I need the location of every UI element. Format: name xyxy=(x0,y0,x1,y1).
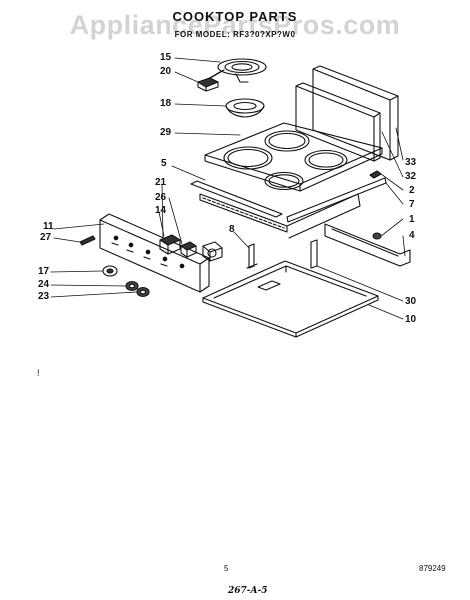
stray-mark: ! xyxy=(37,368,40,378)
callout-17: 17 xyxy=(38,266,50,277)
callout-11: 11 xyxy=(43,221,54,232)
callout-23: 23 xyxy=(38,291,50,302)
callout-2: 2 xyxy=(409,185,415,196)
callout-1: 1 xyxy=(409,214,415,225)
callout-7: 7 xyxy=(409,199,415,210)
callout-4: 4 xyxy=(409,230,415,241)
grommet-part-1 xyxy=(373,233,381,239)
document-number: 879249 xyxy=(419,564,446,573)
support-part-30 xyxy=(311,240,317,268)
callout-30: 30 xyxy=(405,296,417,307)
callout-18: 18 xyxy=(160,98,172,109)
control-panel-part-11 xyxy=(100,214,209,292)
callout-21: 21 xyxy=(155,177,167,188)
callout-26: 26 xyxy=(155,192,167,203)
callout-5: 5 xyxy=(161,158,167,169)
knob-part-23 xyxy=(137,288,149,297)
callout-29: 29 xyxy=(160,127,172,138)
callout-14: 14 xyxy=(155,205,167,216)
callout-8: 8 xyxy=(229,224,235,235)
callout-33: 33 xyxy=(405,157,417,168)
callout-10: 10 xyxy=(405,314,417,325)
callout-20: 20 xyxy=(160,66,172,77)
callout-24: 24 xyxy=(38,279,50,290)
handwritten-note: 267-A-5 xyxy=(228,586,268,596)
clip-part-32 xyxy=(370,171,381,178)
backguard-part-33 xyxy=(296,66,398,161)
callout-32: 32 xyxy=(405,171,417,182)
model-line: FOR MODEL: RF3?0?XP?W0 xyxy=(174,30,296,39)
surface-element-part-15 xyxy=(205,59,266,82)
front-frame-part-5 xyxy=(191,181,360,238)
callout-15: 15 xyxy=(160,52,172,63)
knob-part-17 xyxy=(103,266,117,276)
rear-bracket-part-4 xyxy=(325,224,410,266)
switches-part-14-26 xyxy=(160,235,196,257)
screw-part-27 xyxy=(80,236,95,245)
watermark-text: AppliancePartsPros.com xyxy=(69,10,401,40)
diagram-title: COOKTOP PARTS xyxy=(172,9,298,24)
leader-lines xyxy=(51,58,405,319)
infinite-switch-part-21 xyxy=(203,242,222,261)
bracket-part-8 xyxy=(247,244,257,268)
callout-27: 27 xyxy=(40,232,52,243)
knob-part-24 xyxy=(126,282,138,291)
burner-box-part-10 xyxy=(203,261,378,337)
terminal-block-part-20 xyxy=(198,78,218,91)
page-number: 5 xyxy=(224,564,229,573)
cooktop-part-29 xyxy=(205,123,382,191)
drip-bowl-part-18 xyxy=(226,99,264,117)
